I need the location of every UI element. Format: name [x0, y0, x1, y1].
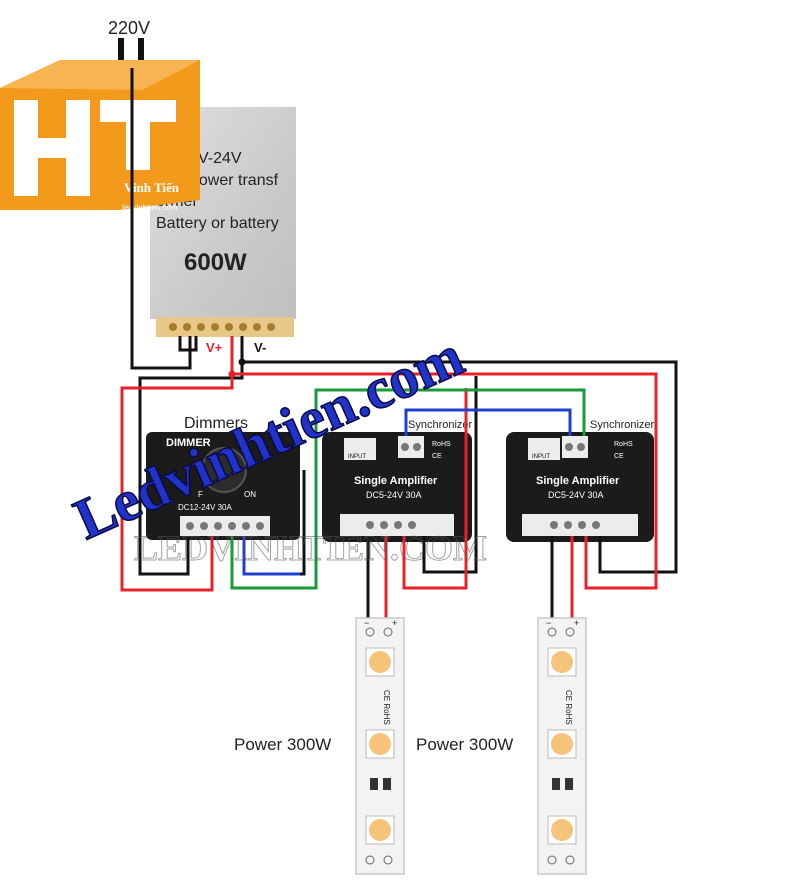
dimmer-on-label: ON [244, 490, 256, 499]
amp2-ce: CE [614, 453, 624, 460]
amp2-input-terminal [528, 438, 560, 460]
wire-black-mains-to-psu-2 [178, 336, 198, 352]
amp2-rohs: RoHS [614, 441, 633, 448]
dimmer-module: Dimmers DIMMER F ON DC12-24V 30A [146, 415, 300, 540]
wire-green-signal [230, 388, 586, 590]
psu-vminus-label: V- [254, 340, 266, 355]
psu-line4: Battery or battery [156, 215, 279, 232]
junction-vminus [238, 358, 246, 366]
dimmer-heading: Dimmers [184, 415, 248, 432]
amp1-sync-terminal [398, 436, 424, 458]
amp1-sync-label: Synchronizer [408, 419, 473, 431]
amp2-input-label: INPUT [532, 454, 550, 460]
amp2-sync-terminal [562, 436, 588, 458]
dimmer-terminal-block [180, 516, 270, 536]
amp2-rating: DC5-24V 30A [548, 490, 604, 500]
amp2-title: Single Amplifier [536, 475, 620, 487]
amp1-input-terminal [344, 438, 376, 460]
strip2-minus: − [546, 618, 551, 628]
strip2-resistor-1 [552, 778, 560, 790]
wire-blue-signal [242, 536, 300, 576]
psu-wattage: 600W [184, 249, 247, 276]
strip2-resistor-2 [565, 778, 573, 790]
wire-red-amp1-loop [402, 388, 468, 590]
wire-red-to-dimmer [120, 374, 234, 592]
psu-line1: V-24V [198, 150, 242, 167]
wire-black-vminus-main [240, 336, 678, 574]
dimmer-off-label: F [198, 490, 203, 499]
wire-black-mains-to-psu [130, 68, 192, 370]
strip1-power-label: Power 300W [234, 735, 331, 754]
wire-black-amp1-out [422, 376, 478, 574]
psu-line2: power transf [190, 172, 279, 189]
led-strip-2: − + CE RoHS [537, 617, 587, 875]
amplifier-2: Synchronizer INPUT RoHS CE Single Amplif… [506, 419, 655, 542]
strip2-power-label: Power 300W [416, 735, 513, 754]
psu-vplus-label: V+ [206, 340, 223, 355]
strip1-resistor-1 [370, 778, 378, 790]
led-strip-1: − + CE RoHS [355, 617, 405, 875]
watermark-outline: LEDVINHTIEN.COM [134, 528, 487, 568]
dimmer-rating: DC12-24V 30A [178, 503, 232, 512]
dimmer-badge: DIMMER [166, 437, 211, 449]
amp1-rating: DC5-24V 30A [366, 490, 422, 500]
logo-brand: Vinh Tiến [124, 180, 180, 195]
mains-label: 220V [108, 18, 150, 38]
wire-red-vplus-main [230, 336, 658, 590]
amp1-input-label: INPUT [348, 454, 366, 460]
strip1-cert: CE RoHS [382, 690, 391, 725]
amp1-rohs: RoHS [432, 441, 451, 448]
amp1-ce: CE [432, 453, 442, 460]
strip2-plus: + [574, 618, 579, 628]
dimmer-knob[interactable] [201, 447, 247, 493]
strip1-resistor-2 [383, 778, 391, 790]
junction-vplus [228, 370, 236, 378]
wiring [120, 68, 678, 626]
logo-site: ledvinhtien.com [122, 203, 178, 212]
amp2-sync-label: Synchronizer [590, 419, 655, 431]
amplifier-1: Synchronizer INPUT RoHS CE Single Amplif… [322, 419, 473, 542]
strip1-minus: − [364, 618, 369, 628]
strip1-plus: + [392, 618, 397, 628]
brand-logo: Vinh Tiến ledvinhtien.com [0, 60, 200, 212]
amp1-title: Single Amplifier [354, 475, 438, 487]
strip2-cert: CE RoHS [564, 690, 573, 725]
wire-blue-sync [404, 408, 572, 436]
